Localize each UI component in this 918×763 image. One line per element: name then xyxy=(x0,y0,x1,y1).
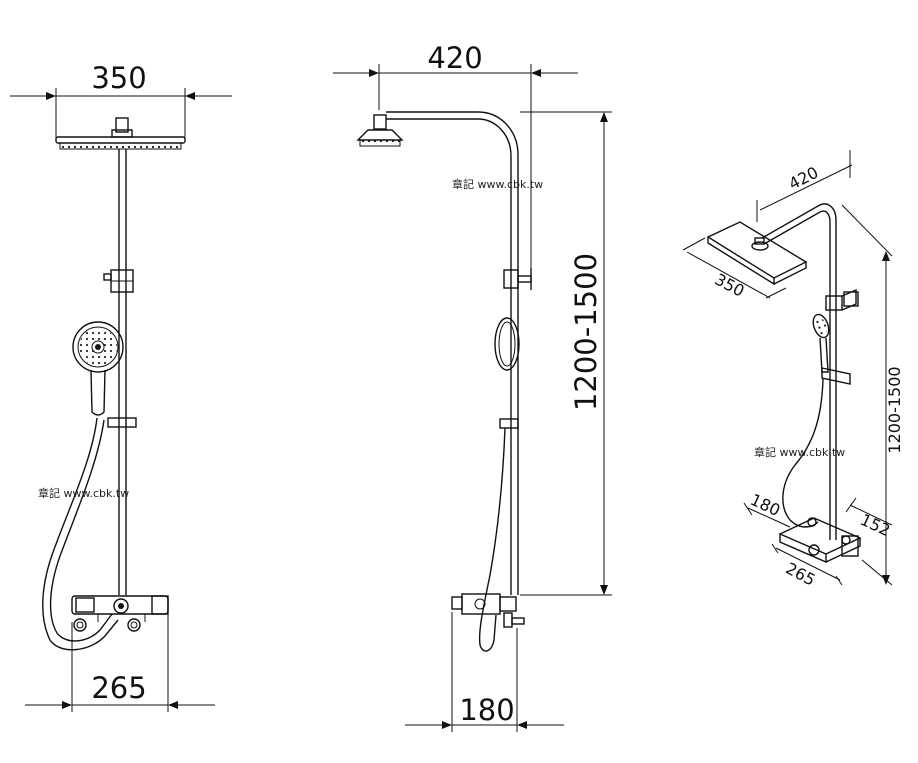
dim-label-152-iso: 152 xyxy=(857,510,893,540)
dim-265-front: 265 xyxy=(25,614,215,712)
dim-label-height-side: 1200-1500 xyxy=(569,253,603,411)
shower-arm-side xyxy=(386,111,519,595)
shower-hose-side xyxy=(478,427,506,652)
rain-shower-head-iso xyxy=(706,221,808,286)
hand-shower-iso xyxy=(812,313,830,373)
rain-shower-head xyxy=(55,117,186,150)
dim-label-265-front: 265 xyxy=(91,671,146,705)
slide-holder xyxy=(107,417,137,428)
dim-label-height-iso: 1200-1500 xyxy=(885,366,904,453)
dim-label-350-iso: 350 xyxy=(712,270,748,301)
side-view: 420 xyxy=(333,41,612,732)
watermark-iso: 章記 www.cbk.tw xyxy=(754,445,845,459)
riser-pipe xyxy=(118,149,127,595)
dim-420-side: 420 xyxy=(333,41,578,290)
dim-180-side: 180 xyxy=(405,612,564,732)
slide-holder-side xyxy=(499,418,519,429)
front-view: 350 xyxy=(10,61,232,712)
watermark-front: 章記 www.cbk.tw xyxy=(38,486,129,500)
watermark-side: 章記 www.cbk.tw xyxy=(452,177,543,191)
slide-holder-iso xyxy=(821,367,851,385)
pipe-bracket xyxy=(103,269,134,293)
dim-420-iso: 420 xyxy=(756,150,853,222)
pipe-bracket-side xyxy=(503,268,532,290)
dim-height-side: 1200-1500 xyxy=(520,111,612,596)
dim-350-front: 350 xyxy=(10,61,232,140)
mixer-iso xyxy=(778,517,862,564)
mixer-side xyxy=(451,593,525,628)
rain-shower-head-side xyxy=(356,114,404,147)
dim-label-350-front: 350 xyxy=(91,61,146,95)
shower-arm-iso xyxy=(761,203,837,540)
thermostatic-mixer xyxy=(71,595,169,632)
shower-hose-iso xyxy=(782,377,824,528)
iso-view: 420 350 xyxy=(682,150,904,590)
hand-shower-side xyxy=(494,317,520,371)
hand-shower xyxy=(72,321,124,416)
pipe-bracket-iso xyxy=(825,288,859,311)
dim-height-iso: 1200-1500 xyxy=(841,204,904,586)
dim-350-iso: 350 xyxy=(682,237,787,301)
dim-label-420-side: 420 xyxy=(427,41,482,75)
dim-label-180-side: 180 xyxy=(459,693,514,727)
dim-label-265-iso: 265 xyxy=(783,559,819,590)
shower-hose xyxy=(42,417,119,651)
